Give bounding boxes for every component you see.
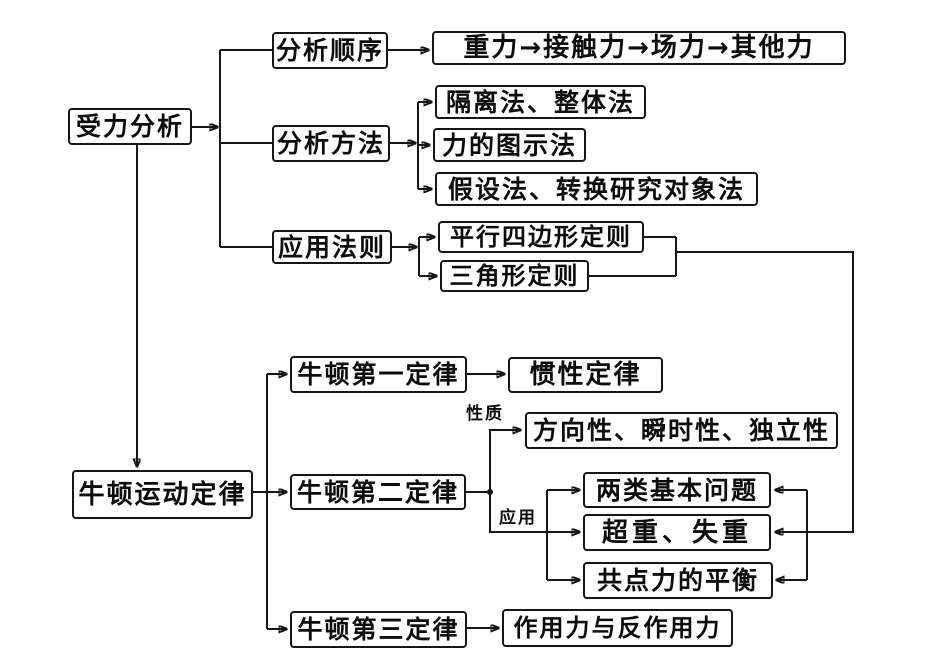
edge-properties-branch <box>489 430 521 492</box>
node-two-basic-problems: 两类基本问题 <box>583 472 771 508</box>
junction-dot <box>487 489 493 495</box>
node-second-law: 牛顿第二定律 <box>290 474 466 510</box>
node-force-analysis: 受力分析 <box>68 108 192 145</box>
node-analysis-method: 分析方法 <box>272 125 390 162</box>
node-first-law: 牛顿第一定律 <box>290 356 467 393</box>
node-triangle-rule: 三角形定则 <box>440 260 589 292</box>
edge-label-properties: 性质 <box>466 404 504 424</box>
node-action-reaction: 作用力与反作用力 <box>502 609 733 647</box>
edge-application-branch <box>489 492 580 532</box>
node-inertia-law: 惯性定律 <box>508 357 663 393</box>
node-analysis-order: 分析顺序 <box>272 32 388 69</box>
node-parallelogram-rule: 平行四边形定则 <box>438 221 644 253</box>
node-force-sequence: 重力→接触力→场力→其他力 <box>432 31 846 65</box>
node-application-rules: 应用法则 <box>272 230 392 264</box>
node-concurrent-equilibrium: 共点力的平衡 <box>583 562 773 599</box>
node-second-law-properties: 方向性、瞬时性、独立性 <box>525 412 838 449</box>
node-third-law: 牛顿第三定律 <box>290 611 467 648</box>
edge-rules-to-applications <box>676 251 854 532</box>
node-overweight-weightless: 超重、失重 <box>583 514 771 551</box>
node-hypothesis-method: 假设法、转换研究对象法 <box>435 172 758 206</box>
node-isolation-method: 隔离法、整体法 <box>435 85 646 119</box>
node-force-diagram-method: 力的图示法 <box>433 128 586 162</box>
edge-label-application: 应用 <box>499 508 537 528</box>
node-newton-laws: 牛顿运动定律 <box>72 470 253 519</box>
